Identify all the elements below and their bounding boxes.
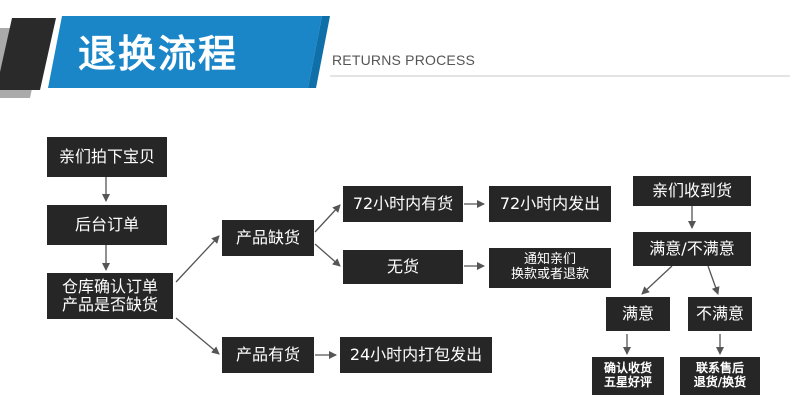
node-backend-order: 后台订单 xyxy=(47,205,167,245)
node-out-of-stock: 产品缺货 xyxy=(222,220,314,256)
arrow-outofstock-to-nostock xyxy=(314,243,341,267)
node-confirm-review: 确认收货五星好评 xyxy=(592,357,664,395)
node-in-stock-72h: 72小时内有货 xyxy=(343,186,463,222)
node-no-stock: 无货 xyxy=(343,250,463,284)
node-ship-24h: 24小时内打包发出 xyxy=(340,337,492,373)
header-banner: 退换流程 RETURNS PROCESS xyxy=(0,0,790,100)
node-warehouse-check: 仓库确认订单产品是否缺货 xyxy=(47,273,173,319)
node-received: 亲们收到货 xyxy=(633,176,751,206)
arrow-check-to-instock xyxy=(175,317,220,355)
node-notify-refund: 通知亲们换款或者退款 xyxy=(489,248,611,288)
arrow-decision-to-satisfied xyxy=(641,265,673,295)
node-satisfied-or-not: 满意/不满意 xyxy=(633,232,751,266)
arrow-check-to-outofstock xyxy=(175,235,220,283)
node-order-placed: 亲们拍下宝贝 xyxy=(47,137,167,177)
node-in-stock: 产品有货 xyxy=(222,337,314,373)
arrow-outofstock-to-72h xyxy=(314,204,341,233)
node-not-satisfied: 不满意 xyxy=(688,297,752,331)
page-title: 退换流程 xyxy=(78,32,239,76)
arrow-decision-to-notsatisfied xyxy=(707,265,720,295)
node-satisfied: 满意 xyxy=(606,297,670,331)
page-subtitle: RETURNS PROCESS xyxy=(332,52,476,68)
banner-shapes xyxy=(0,16,790,98)
node-contact-service: 联系售后退货/换货 xyxy=(680,357,760,395)
node-ship-72h: 72小时内发出 xyxy=(489,186,611,222)
